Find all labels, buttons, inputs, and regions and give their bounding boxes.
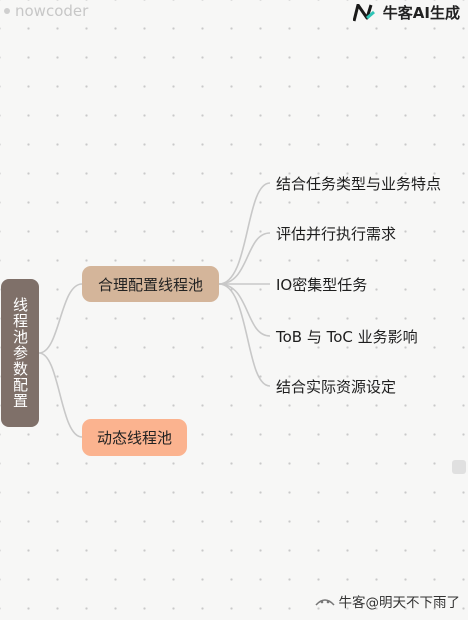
connector-branch1-leaf1 — [218, 182, 271, 285]
nowcoder-small-logo-icon — [314, 599, 335, 606]
leaf-node: ToB 与 ToC 业务影响 — [276, 328, 418, 346]
connector-root-branch2 — [38, 352, 83, 438]
leaf-node: 结合任务类型与业务特点 — [276, 175, 442, 193]
root-node: 线程池参数配置 — [1, 279, 39, 427]
branch-node-reasonable-config: 合理配置线程池 — [82, 266, 219, 302]
leaf-node: IO密集型任务 — [276, 276, 368, 294]
nowcoder-text: nowcoder — [15, 2, 89, 20]
corner-watermark-icon — [452, 460, 466, 474]
leaf-node: 评估并行执行需求 — [276, 225, 397, 243]
connector-root-branch1 — [38, 283, 83, 354]
dot-icon — [4, 8, 10, 14]
connector-branch1-leaf2 — [218, 232, 271, 285]
branch-node-dynamic-pool: 动态线程池 — [82, 419, 187, 456]
connector-branch1-leaf4 — [218, 283, 271, 337]
nowcoder-logo-icon — [352, 3, 375, 21]
ai-brand-text: 牛客AI生成 — [382, 4, 460, 22]
connector-branch1-leaf5 — [218, 283, 271, 387]
nowcoder-watermark: nowcoder — [4, 2, 88, 20]
ai-brand-badge: 牛客AI生成 — [352, 2, 460, 23]
leaf-node: 结合实际资源设定 — [276, 378, 397, 396]
footer-watermark: 牛客@明天不下雨了 — [314, 591, 461, 611]
footer-watermark-text: 牛客@明天不下雨了 — [338, 595, 461, 611]
